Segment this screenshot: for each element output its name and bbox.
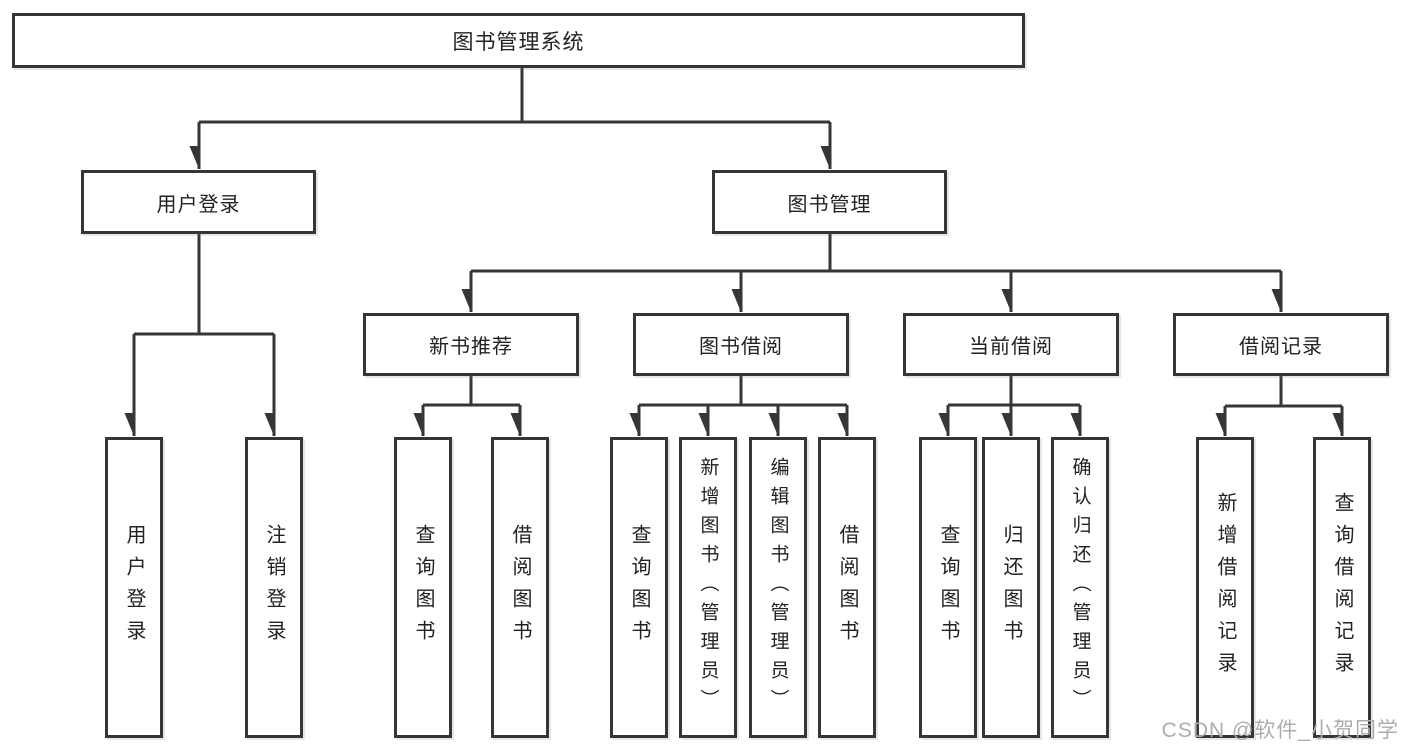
node-label: 图书管理 [787, 193, 872, 216]
leaf-label: 注销登录 [263, 523, 285, 652]
node-label: 当前借阅 [969, 336, 1053, 358]
leaf-label: 查询图书 [937, 523, 959, 652]
leaf-confirm-return-admin: 确认归还（管理员） [1051, 437, 1109, 738]
leaf-label: 查询图书 [412, 523, 434, 652]
node-new-book-recommend: 新书推荐 [363, 313, 579, 376]
node-label: 借阅记录 [1239, 336, 1323, 358]
leaf-user-login: 用户登录 [105, 437, 163, 738]
leaf-add-borrow-record: 新增借阅记录 [1196, 437, 1254, 738]
node-label: 图书管理系统 [452, 30, 585, 54]
node-label: 图书借阅 [699, 336, 783, 358]
leaf-edit-book-admin: 编辑图书（管理员） [749, 437, 807, 738]
node-book-borrow: 图书借阅 [633, 313, 849, 376]
node-borrow-records: 借阅记录 [1173, 313, 1389, 376]
node-label: 新书推荐 [429, 336, 513, 358]
leaf-query-borrow-record: 查询借阅记录 [1313, 437, 1371, 738]
leaf-label: 查询图书 [628, 523, 650, 652]
leaf-label: 查询借阅记录 [1331, 491, 1353, 684]
leaf-label: 编辑图书（管理员） [767, 457, 789, 718]
leaf-borrow-books: 借阅图书 [818, 437, 876, 738]
leaf-label: 确认归还（管理员） [1069, 457, 1091, 718]
leaf-label: 借阅图书 [509, 523, 531, 652]
leaf-recommend-borrow-books: 借阅图书 [491, 437, 549, 738]
leaf-return-books: 归还图书 [982, 437, 1040, 738]
leaf-label: 借阅图书 [836, 523, 858, 652]
leaf-logout: 注销登录 [245, 437, 303, 738]
leaf-label: 归还图书 [1000, 523, 1022, 652]
node-user-login: 用户登录 [81, 170, 316, 234]
leaf-label: 新增图书（管理员） [697, 457, 719, 718]
leaf-borrow-query-books: 查询图书 [610, 437, 668, 738]
leaf-current-query-books: 查询图书 [919, 437, 977, 738]
leaf-label: 用户登录 [123, 523, 145, 652]
leaf-add-book-admin: 新增图书（管理员） [679, 437, 737, 738]
leaf-recommend-query-books: 查询图书 [394, 437, 452, 738]
leaf-label: 新增借阅记录 [1214, 491, 1236, 684]
node-system-root: 图书管理系统 [12, 13, 1025, 68]
node-label: 用户登录 [156, 193, 241, 216]
node-current-borrow: 当前借阅 [903, 313, 1119, 376]
csdn-watermark: CSDN @软件_小贺同学 [1161, 719, 1399, 742]
node-book-management: 图书管理 [712, 170, 947, 234]
